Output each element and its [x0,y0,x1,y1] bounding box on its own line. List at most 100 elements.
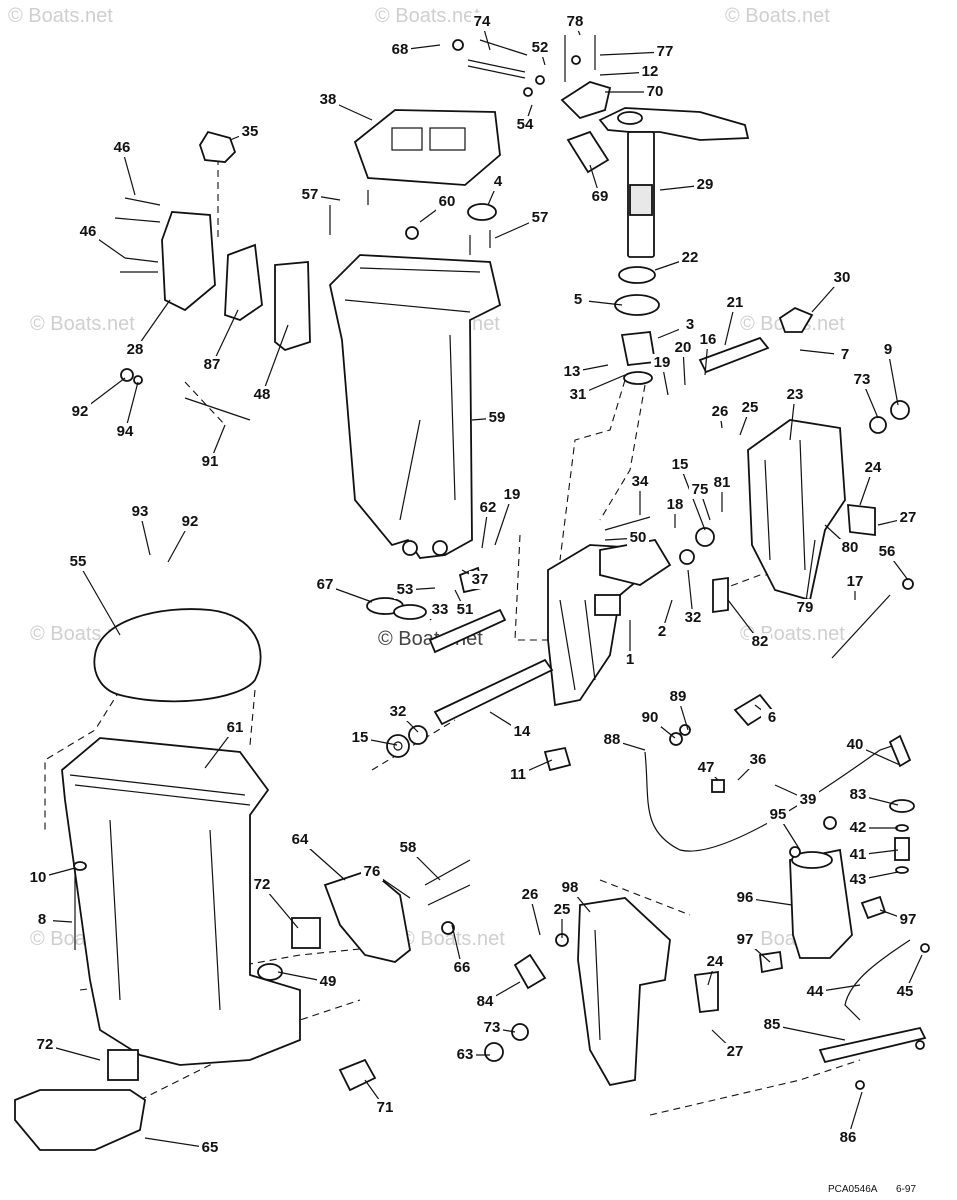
callout-label: 80 [842,539,859,556]
callout-label: 45 [897,983,914,1000]
callout-label: 29 [697,176,714,193]
callout-label-bg [111,139,133,157]
callout-label: 3 [686,316,694,333]
callout-label: 73 [854,371,871,388]
callout-label: 43 [850,871,867,888]
callout-label-bg [804,983,826,1001]
callout-label: 54 [517,116,534,133]
callout-label: 35 [242,123,259,140]
callout-label-bg [69,403,91,421]
callout-label-bg [387,703,409,721]
watermark: © Boats.net [725,5,830,27]
leader-line [804,539,816,609]
callout-label-bg [486,409,508,427]
callout-label-bg [639,709,661,727]
trim-cylinder-96 [789,848,853,959]
callout-label: 52 [532,39,549,56]
callout-label-bg [394,581,416,599]
callout-label: 8 [38,911,46,928]
callout-label: 63 [457,1046,474,1063]
seal-83 [889,799,915,813]
callout-label-bg [749,633,771,651]
nut-9 [890,400,910,420]
sensor-40 [888,734,912,768]
callout-label-bg [349,729,371,747]
callout-label-bg [239,123,261,141]
callout-label-bg [724,1043,746,1061]
callout-label: 24 [707,953,724,970]
callout-label-bg [672,339,694,357]
callout-label: 32 [390,703,407,720]
callout-label-bg [761,709,783,727]
callout-label-bg [667,688,689,706]
callout-label: 10 [30,869,47,886]
callout-label: 16 [700,331,717,348]
callout-label-bg [589,188,611,206]
callout-label-bg [201,356,223,374]
callout-label: 86 [840,1129,857,1146]
callout-label-bg [551,901,573,919]
callout-label: 83 [850,786,867,803]
anode-72 [107,1049,139,1081]
callout-label: 64 [292,831,309,848]
callout-label-bg [784,386,806,404]
anode-71 [338,1058,377,1092]
callout-label-bg [114,423,136,441]
callout-label-bg [654,43,676,61]
pin-97b [759,950,783,974]
callout-label-bg [669,456,691,474]
callout-label-bg [299,186,321,204]
callout-label-bg [529,39,551,57]
callout-label-bg [31,911,53,929]
grommet-49 [257,963,283,981]
fitting-41 [894,837,910,861]
callout-label: 27 [727,1043,744,1060]
watermark: © Boats.net [375,5,480,27]
callout-label-bg [507,766,529,784]
callout-label: 33 [432,601,449,618]
callout-label: 19 [504,486,521,503]
callout-label: 5 [574,291,582,308]
callout-label: 14 [514,723,531,740]
callout-label: 57 [532,209,549,226]
callout-label-bg [709,403,731,421]
callout-label: 41 [850,846,867,863]
callout-label: 22 [682,249,699,266]
callout-label: 32 [685,609,702,626]
callout-label-bg [501,486,523,504]
callout-label: 72 [254,876,271,893]
callout-label: 11 [510,766,526,783]
callout-label-bg [477,499,499,517]
callout-label-bg [876,543,898,561]
callout-label: 49 [320,973,337,990]
callout-label: 87 [204,356,221,373]
callout-label: 44 [807,983,824,1000]
gasket-48 [274,261,311,352]
strip-85 [818,1026,927,1064]
callout-label: 74 [474,13,491,30]
callout-label-bg [877,341,899,359]
callout-label-bg [711,474,733,492]
callout-label: 46 [80,223,97,240]
anode-72b [291,917,321,949]
callout-label-bg [559,879,581,897]
watermark: © Boats.net [8,5,113,27]
callout-label: 69 [592,188,609,205]
callout-label-bg [847,786,869,804]
callout-label-bg [734,931,756,949]
callout-label-bg [514,116,536,134]
callout-label: 28 [127,341,144,358]
callout-label: 67 [317,576,334,593]
callout-label: 97 [900,911,917,928]
callout-label-bg [451,959,473,977]
callout-label-bg [487,173,509,191]
rod-21 [698,336,770,374]
callout-label: 85 [764,1016,781,1033]
callout-label-bg [619,651,641,669]
leader-line [887,349,899,406]
pin-97 [860,895,887,920]
callout-label-bg [561,363,583,381]
trim-tab-65 [14,1089,146,1151]
